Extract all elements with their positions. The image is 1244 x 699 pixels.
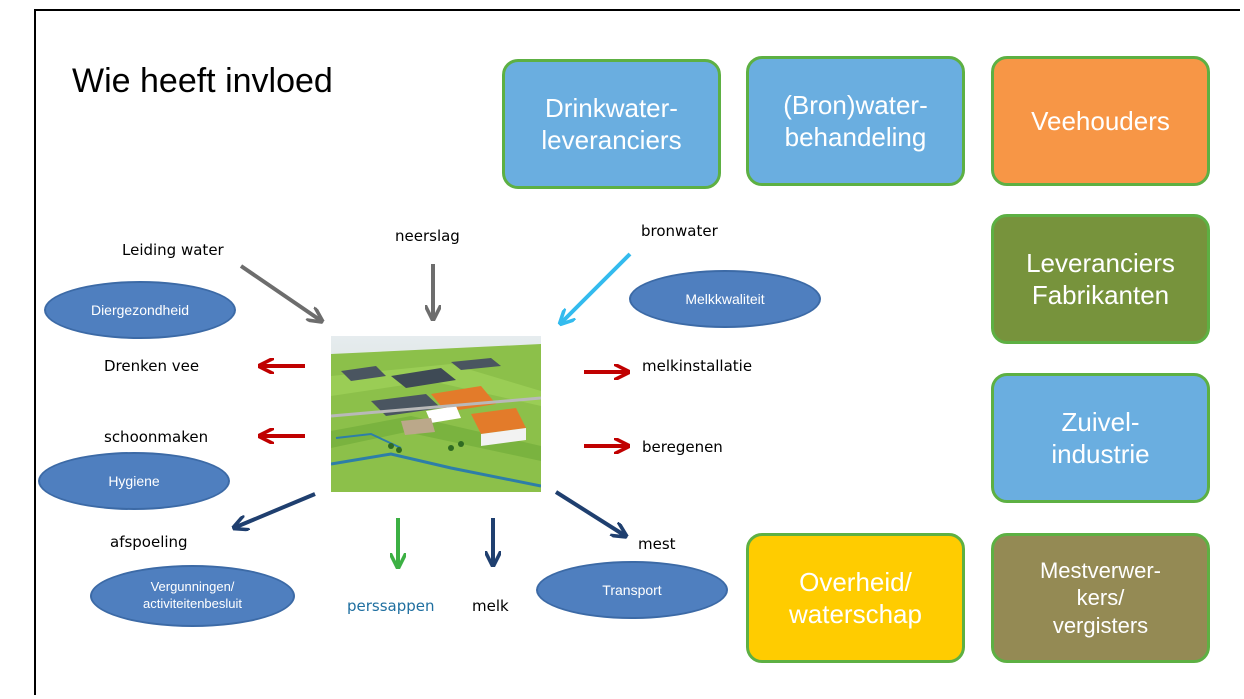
label-bronwater: bronwater: [641, 222, 718, 240]
box-drinkwater-leveranciers: Drinkwater- leveranciers: [502, 59, 721, 189]
label-mest: mest: [638, 535, 676, 553]
arrow-bronwater: [562, 252, 632, 322]
label-perssappen: perssappen: [347, 597, 435, 615]
ellipse-transport: Transport: [536, 561, 728, 619]
label-melkinstallatie: melkinstallatie: [642, 357, 753, 375]
ellipse-vergunningen: Vergunningen/ activiteitenbesluit: [90, 565, 295, 627]
slide-title: Wie heeft invloed: [72, 62, 333, 100]
ellipse-melkkwaliteit: Melkkwaliteit: [629, 270, 821, 328]
farm-aerial-image: [331, 336, 541, 492]
ellipse-diergezondheid: Diergezondheid: [44, 281, 236, 339]
slide-frame: [34, 9, 1240, 695]
label-schoonmaken: schoonmaken: [104, 428, 209, 446]
arrow-afspoeling: [236, 492, 316, 527]
box-veehouders: Veehouders: [991, 56, 1210, 186]
label-afspoeling: afspoeling: [110, 533, 188, 551]
box-mestverwerkers: Mestverwer- kers/ vergisters: [991, 533, 1210, 663]
label-leiding-water: Leiding water: [122, 241, 224, 259]
label-drenken-vee: Drenken vee: [104, 357, 200, 375]
label-neerslag: neerslag: [395, 227, 460, 245]
arrow-leiding-water: [239, 264, 320, 320]
box-zuivelindustrie: Zuivel- industrie: [991, 373, 1210, 503]
label-beregenen: beregenen: [642, 438, 723, 456]
box-bronwater-behandeling: (Bron)water- behandeling: [746, 56, 965, 186]
label-melk: melk: [472, 597, 509, 615]
box-leveranciers-fabrikanten: Leveranciers Fabrikanten: [991, 214, 1210, 344]
arrow-mest: [554, 490, 624, 535]
ellipse-hygiene: Hygiene: [38, 452, 230, 510]
box-overheid-waterschap: Overheid/ waterschap: [746, 533, 965, 663]
